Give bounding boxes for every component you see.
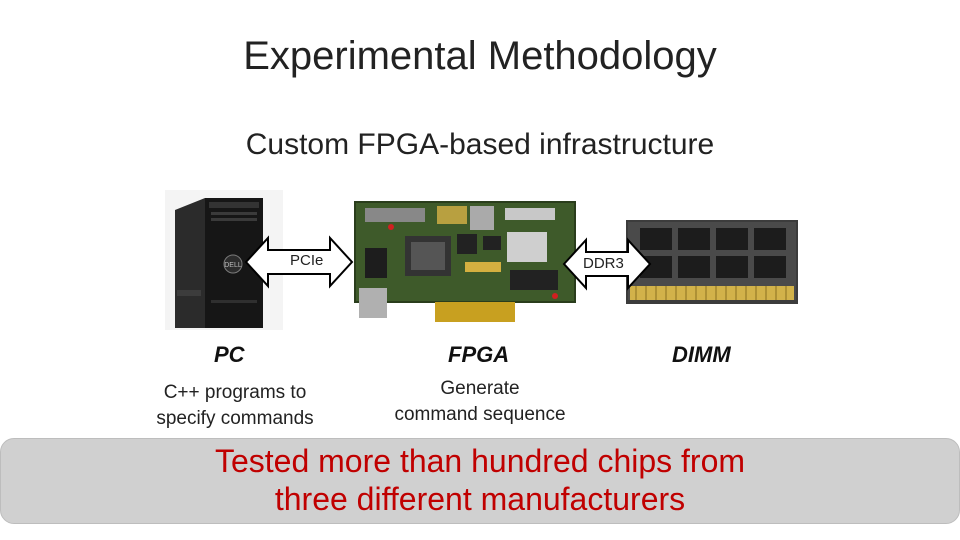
dimm-name: DIMM <box>672 342 731 368</box>
pcie-label: PCIe <box>290 252 323 269</box>
fpga-board-icon <box>345 192 580 330</box>
pc-description: C++ programs to specify commands <box>140 380 330 432</box>
dram-module-icon <box>626 220 798 304</box>
pc-description-line1: C++ programs to <box>140 380 330 406</box>
fpga-description-line1: Generate <box>375 376 585 402</box>
banner-text: Tested more than hundred chips from thre… <box>0 442 960 518</box>
slide-subtitle: Custom FPGA-based infrastructure <box>0 128 960 162</box>
fpga-name: FPGA <box>448 342 509 368</box>
ddr3-label: DDR3 <box>583 255 624 272</box>
fpga-description: Generate command sequence <box>375 376 585 428</box>
banner-line1: Tested more than hundred chips from <box>0 442 960 480</box>
svg-text:DELL: DELL <box>224 262 242 269</box>
fpga-description-line2: command sequence <box>375 402 585 428</box>
desktop-tower-icon: DELL <box>165 190 283 330</box>
pc-name: PC <box>214 342 245 368</box>
pc-description-line2: specify commands <box>140 406 330 432</box>
slide-title: Experimental Methodology <box>0 34 960 79</box>
banner-line2: three different manufacturers <box>0 480 960 518</box>
